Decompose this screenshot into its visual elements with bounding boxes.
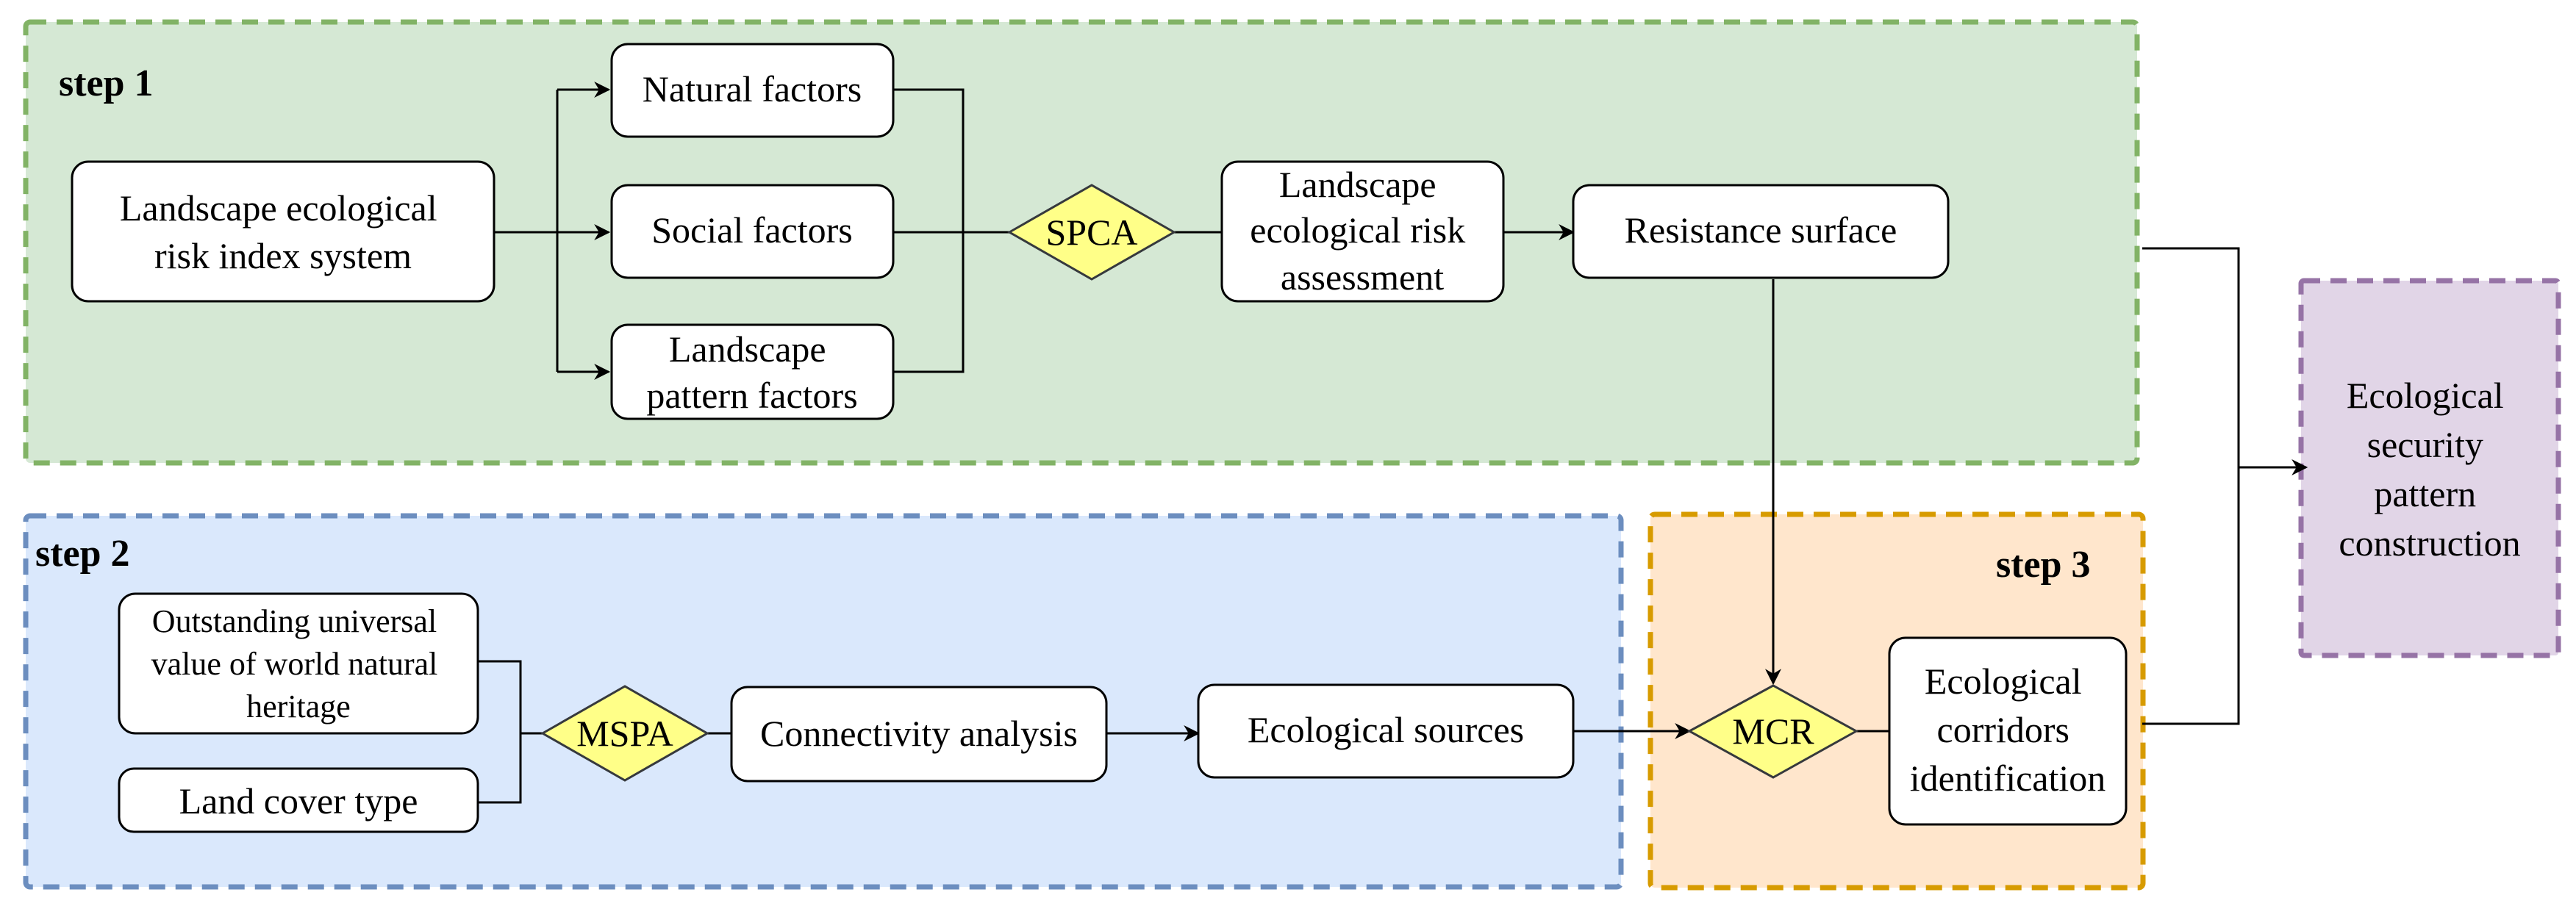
mcr-label: MCR xyxy=(1732,711,1814,752)
svg-text:Landscape pattern factor: Landscape pattern factors xyxy=(646,328,857,416)
land-cover-line1: Land cover type xyxy=(179,780,418,821)
svg-text:Landscape ecological ris: Landscape ecological risk index system xyxy=(120,187,446,276)
node-landscape-pattern-factors: Landscape pattern factors xyxy=(610,323,895,420)
node-natural-factors: Natural factors xyxy=(610,43,895,138)
node-connectivity-analysis: Connectivity analysis xyxy=(730,686,1108,783)
output-line1: Ecological xyxy=(2347,375,2504,416)
svg-text:Ecological corridors: Ecological corridors identification xyxy=(1910,661,2106,799)
output-container xyxy=(2298,278,2561,658)
svg-text:Resistance surface: Resistance surface xyxy=(1625,209,1897,251)
ouv-line1: Outstanding universal xyxy=(152,603,437,639)
svg-text:Land cover type: Land cover type xyxy=(179,780,418,821)
corridors-line1: Ecological xyxy=(1925,661,2082,702)
step3-label: step 3 xyxy=(1996,544,2091,586)
assessment-line2: ecological risk xyxy=(1250,209,1465,251)
node-outstanding-universal-value: Outstanding universal value of world nat… xyxy=(118,592,479,735)
node-social-factors: Social factors xyxy=(610,184,895,279)
step1-label: step 1 xyxy=(59,62,154,104)
ouv-line3: heritage xyxy=(246,689,351,725)
output-line2: security xyxy=(2367,424,2483,465)
mspa-label: MSPA xyxy=(576,713,673,754)
assessment-line3: assessment xyxy=(1281,256,1444,298)
node-resistance-surface: Resistance surface xyxy=(1572,184,1950,279)
svg-text:Landscape ecological ris: Landscape ecological risk assessment xyxy=(1250,164,1474,298)
output-line4: construction xyxy=(2339,522,2520,564)
corridors-line3: identification xyxy=(1910,758,2106,799)
svg-text:MCR: MCR xyxy=(1732,711,1814,752)
ouv-line2: value of world natural xyxy=(151,646,438,682)
assessment-line1: Landscape xyxy=(1279,164,1437,205)
corridors-line2: corridors xyxy=(1937,709,2070,750)
risk-index-line1: Landscape ecological xyxy=(120,187,437,229)
step2-label: step 2 xyxy=(35,533,130,575)
node-spca-diamond: SPCA xyxy=(1006,184,1177,281)
svg-text:Social factors: Social factors xyxy=(651,209,853,251)
social-line1: Social factors xyxy=(651,209,853,251)
output-line3: pattern xyxy=(2374,473,2476,514)
resistance-line1: Resistance surface xyxy=(1625,209,1897,251)
pattern-line1: Landscape xyxy=(669,328,826,370)
svg-text:SPCA: SPCA xyxy=(1045,212,1137,253)
svg-text:Outstanding universal va: Outstanding universal value of world nat… xyxy=(151,603,446,725)
spca-label: SPCA xyxy=(1045,212,1137,253)
svg-text:Ecological security: Ecological security pattern construction xyxy=(2339,375,2520,564)
node-land-cover-type: Land cover type xyxy=(118,767,479,833)
pattern-line2: pattern factors xyxy=(646,375,857,416)
svg-text:Ecological sources: Ecological sources xyxy=(1248,709,1524,750)
svg-text:Connectivity analysis: Connectivity analysis xyxy=(760,713,1078,754)
node-ecological-corridors: Ecological corridors identification xyxy=(1888,636,2128,826)
connectors xyxy=(478,82,2308,804)
svg-text:MSPA: MSPA xyxy=(576,713,673,754)
risk-index-line2: risk index system xyxy=(154,235,412,276)
node-risk-index-system: Landscape ecological risk index system xyxy=(71,160,495,303)
natural-line1: Natural factors xyxy=(643,68,862,109)
node-ecological-sources: Ecological sources xyxy=(1197,683,1575,779)
node-ecological-security-pattern: Ecological security pattern construction xyxy=(2339,375,2520,564)
svg-text:Natural factors: Natural factors xyxy=(643,68,862,109)
node-mspa-diamond: MSPA xyxy=(540,685,710,782)
sources-line1: Ecological sources xyxy=(1248,709,1524,750)
node-risk-assessment: Landscape ecological risk assessment xyxy=(1220,160,1505,303)
node-mcr-diamond: MCR xyxy=(1686,684,1859,779)
connectivity-line1: Connectivity analysis xyxy=(760,713,1078,754)
